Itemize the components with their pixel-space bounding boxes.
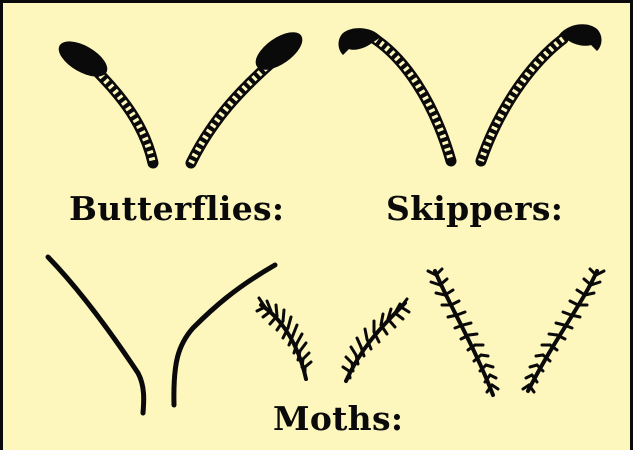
antennae-illustration [3,3,633,453]
butterflies-label: Butterflies: [69,189,284,228]
skippers-label: Skippers: [386,189,563,228]
moth-feathered-antenna-small-left [257,298,311,379]
moth-feathered-antenna-large-right [523,269,604,392]
moths-label: Moths: [273,399,403,438]
moth-thread-antenna-left [48,257,144,413]
moth-thread-antenna-right [174,265,275,405]
moth-feathered-antenna-small-right [343,299,409,381]
moth-feathered-antenna-large-left [428,269,498,395]
skipper-antenna-right [481,24,602,161]
butterfly-antenna-right [191,25,309,163]
skipper-antenna-left [339,28,452,161]
butterfly-antenna-left [53,34,153,163]
